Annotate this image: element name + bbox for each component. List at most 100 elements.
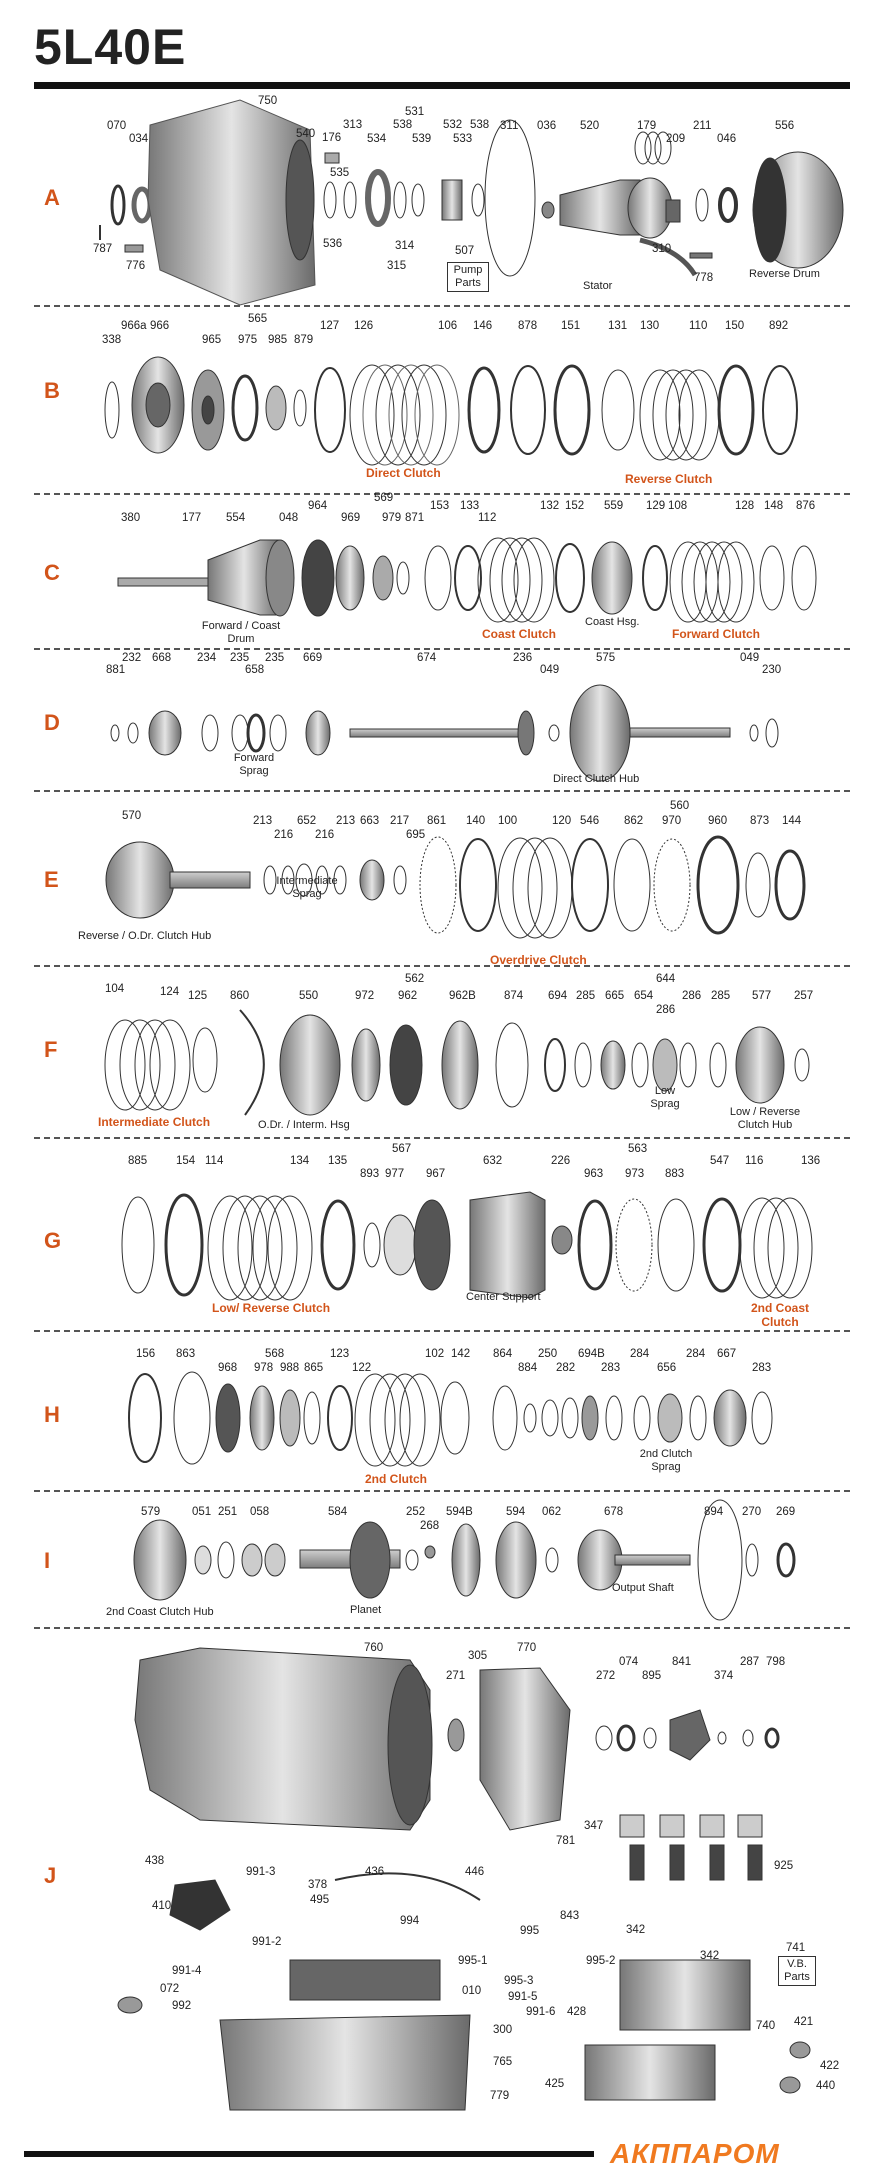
part-number: 300	[493, 2024, 513, 2036]
part-number: 881	[106, 664, 126, 676]
part-number: 108	[668, 500, 688, 512]
part-number: 750	[258, 95, 278, 107]
row-label-i: I	[44, 1548, 51, 1573]
row-separator	[34, 1330, 850, 1332]
part-number: 787	[93, 243, 113, 255]
part-number: 283	[752, 1362, 772, 1374]
part-number: 776	[126, 260, 146, 272]
part-number: 230	[762, 664, 782, 676]
clutch-group-label: 2nd Coast Clutch	[750, 1301, 809, 1329]
part-number: 694B	[578, 1348, 605, 1360]
part-number: 126	[354, 320, 374, 332]
part-number: 153	[430, 500, 450, 512]
part-number: 779	[490, 2090, 510, 2102]
part-number: 568	[265, 1348, 285, 1360]
part-number: 798	[766, 1656, 786, 1668]
part-number: 428	[567, 2006, 587, 2018]
part-number: 665	[605, 990, 625, 1002]
clutch-group-label: Low/ Reverse Clutch	[212, 1301, 331, 1315]
part-number: 287	[740, 1656, 760, 1668]
part-caption: Center Support	[466, 1291, 541, 1303]
part-number: 556	[775, 120, 795, 132]
part-number: 314	[395, 240, 415, 252]
part-number: 285	[711, 990, 731, 1002]
part-number: 252	[406, 1506, 426, 1518]
part-number: 678	[604, 1506, 624, 1518]
part-number: 536	[323, 238, 343, 250]
part-number: 313	[343, 119, 363, 131]
part-number: 978	[254, 1362, 274, 1374]
part-number: 547	[710, 1155, 730, 1167]
part-caption: Intermediate Sprag	[276, 875, 338, 900]
clutch-group-label: Reverse Clutch	[625, 472, 713, 486]
part-number: 594	[506, 1506, 526, 1518]
part-number: 995-3	[504, 1975, 534, 1987]
part-number: 268	[420, 1520, 440, 1532]
part-caption: Forward Sprag	[233, 752, 275, 777]
row-label-c: C	[44, 560, 60, 585]
part-number: 133	[460, 500, 480, 512]
part-number: 539	[412, 133, 432, 145]
part-number: 234	[197, 652, 217, 664]
part-number: 535	[330, 167, 350, 179]
part-number: 116	[745, 1155, 764, 1167]
part-number: 146	[473, 320, 493, 332]
part-caption: Low / Reverse Clutch Hub	[729, 1106, 801, 1131]
part-number: 283	[601, 1362, 621, 1374]
part-number: 962	[398, 990, 418, 1002]
row-label-e: E	[44, 867, 59, 892]
part-number: 975	[238, 334, 258, 346]
part-number: 550	[299, 990, 319, 1002]
row-e-parts	[105, 835, 806, 939]
part-number: 235	[230, 652, 250, 664]
part-number: 694	[548, 990, 568, 1002]
part-number: 127	[320, 320, 340, 332]
part-number: 270	[742, 1506, 762, 1518]
part-number: 991-5	[508, 1991, 538, 2003]
part-number: 250	[538, 1348, 558, 1360]
part-number: 885	[128, 1155, 148, 1167]
part-number: 010	[462, 1985, 482, 1997]
part-number: 658	[245, 664, 265, 676]
part-number: 669	[303, 652, 323, 664]
part-number: 074	[619, 1656, 639, 1668]
part-number: 892	[769, 320, 789, 332]
part-number: 315	[387, 260, 407, 272]
part-number: 883	[665, 1168, 685, 1180]
part-number: 132	[540, 500, 560, 512]
part-number: 176	[322, 132, 342, 144]
part-number: 538	[393, 119, 413, 131]
part-number: 112	[478, 512, 497, 524]
part-number: 374	[714, 1670, 734, 1682]
clutch-group-label: Intermediate Clutch	[98, 1115, 211, 1129]
part-number: 124	[160, 986, 180, 998]
part-number: 152	[565, 500, 585, 512]
part-number: 507	[455, 245, 475, 257]
part-number: 966	[150, 320, 170, 332]
part-number: 654	[634, 990, 654, 1002]
part-number: 995-1	[458, 1955, 488, 1967]
part-number: 046	[717, 133, 737, 145]
part-number: 969	[341, 512, 361, 524]
part-number: 895	[642, 1670, 662, 1682]
part-number: 436	[365, 1866, 385, 1878]
part-number: 979	[382, 512, 402, 524]
part-number: 440	[816, 2080, 836, 2092]
part-number: 446	[465, 1866, 485, 1878]
part-number: 150	[725, 320, 745, 332]
part-caption: O.Dr. / Interm. Hsg	[258, 1119, 350, 1131]
part-number: 129	[646, 500, 666, 512]
part-number: 960	[708, 815, 728, 827]
part-number: 925	[774, 1860, 794, 1872]
part-number: 656	[657, 1362, 677, 1374]
part-number: 438	[145, 1855, 165, 1867]
part-number: 871	[405, 512, 425, 524]
row-g-parts	[121, 1191, 813, 1301]
part-number: 520	[580, 120, 600, 132]
part-number: 644	[656, 973, 676, 985]
part-number: 879	[294, 334, 314, 346]
part-number: 970	[662, 815, 682, 827]
row-separator	[34, 305, 850, 307]
part-number: 305	[468, 1650, 488, 1662]
row-separator	[34, 1627, 850, 1629]
